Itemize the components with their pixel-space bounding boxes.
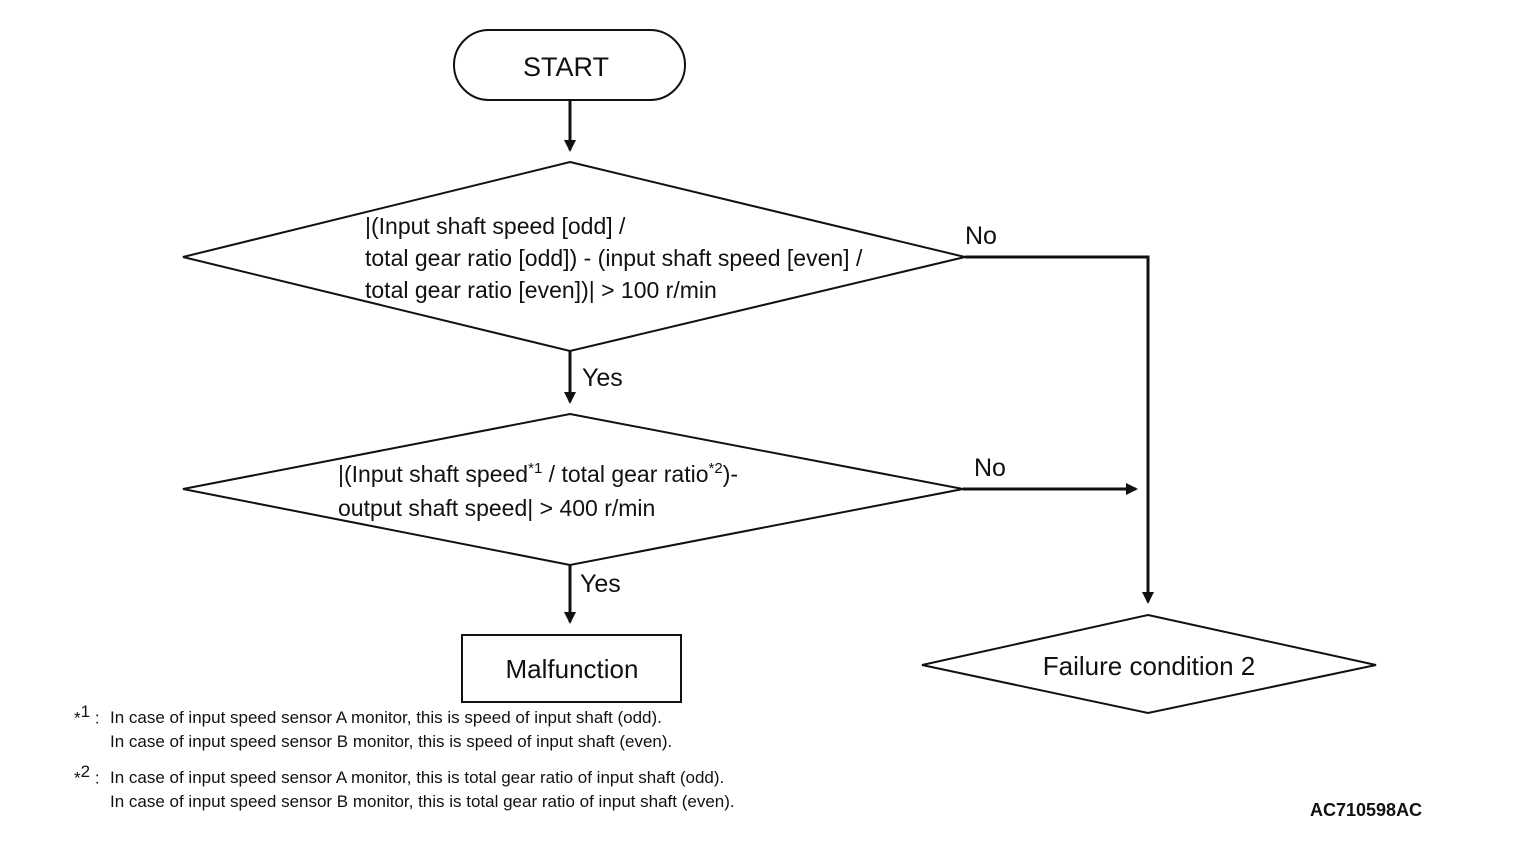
footnote-1-star: *: [74, 708, 81, 728]
footnote-2-sup: 2: [80, 762, 91, 781]
decision1-line-2: total gear ratio [odd]) - (input shaft s…: [365, 245, 863, 271]
footnote-1-sup: 1: [80, 702, 91, 721]
footnote-1-sep: :: [90, 708, 100, 728]
malfunction-label: Malfunction: [506, 654, 639, 684]
footnote-1: *1 : In case of input speed sensor A mon…: [74, 702, 974, 754]
footnote-1-marker: *1 :: [74, 700, 100, 731]
decision2-line1-post: )-: [723, 461, 738, 487]
failure-condition-node: Failure condition 2: [921, 613, 1377, 715]
footnote-2-line-1: In case of input speed sensor A monitor,…: [110, 768, 725, 787]
footnote-2-sep: :: [90, 768, 100, 788]
decision2-line1-sup1: *1: [528, 460, 542, 477]
decision1-no-label: No: [965, 222, 997, 250]
decision2-line1-pre: |(Input shaft speed: [338, 461, 528, 487]
decision1-node: |(Input shaft speed [odd] / total gear r…: [182, 160, 966, 353]
edge-decision1-no: [965, 255, 1154, 604]
footnote-1-line-2: In case of input speed sensor B monitor,…: [110, 732, 673, 751]
decision2-line1-mid: / total gear ratio: [542, 461, 708, 487]
footnotes: *1 : In case of input speed sensor A mon…: [74, 702, 974, 814]
malfunction-node: Malfunction: [461, 634, 682, 703]
start-node: START: [453, 29, 686, 101]
start-label: START: [523, 52, 609, 82]
decision1-line-1: |(Input shaft speed [odd] /: [365, 213, 626, 239]
decision2-no-label: No: [974, 454, 1006, 482]
reference-code: AC710598AC: [1310, 800, 1423, 820]
footnote-1-line-1: In case of input speed sensor A monitor,…: [110, 708, 662, 727]
footnote-2-star: *: [74, 768, 81, 788]
decision1-line-3: total gear ratio [even])| > 100 r/min: [365, 277, 717, 303]
decision2-yes-label: Yes: [580, 570, 621, 598]
footnote-2-line-2: In case of input speed sensor B monitor,…: [110, 792, 735, 811]
decision2-line1-sup2: *2: [709, 460, 723, 477]
failure-condition-label: Failure condition 2: [1043, 651, 1255, 681]
decision2-line-2: output shaft speed| > 400 r/min: [338, 495, 655, 521]
footnote-2: *2 : In case of input speed sensor A mon…: [74, 762, 974, 814]
decision1-yes-label: Yes: [582, 364, 623, 392]
decision2-node: |(Input shaft speed*1 / total gear ratio…: [182, 412, 964, 567]
footnote-2-marker: *2 :: [74, 760, 100, 791]
decision2-line-1: |(Input shaft speed*1 / total gear ratio…: [338, 460, 738, 487]
